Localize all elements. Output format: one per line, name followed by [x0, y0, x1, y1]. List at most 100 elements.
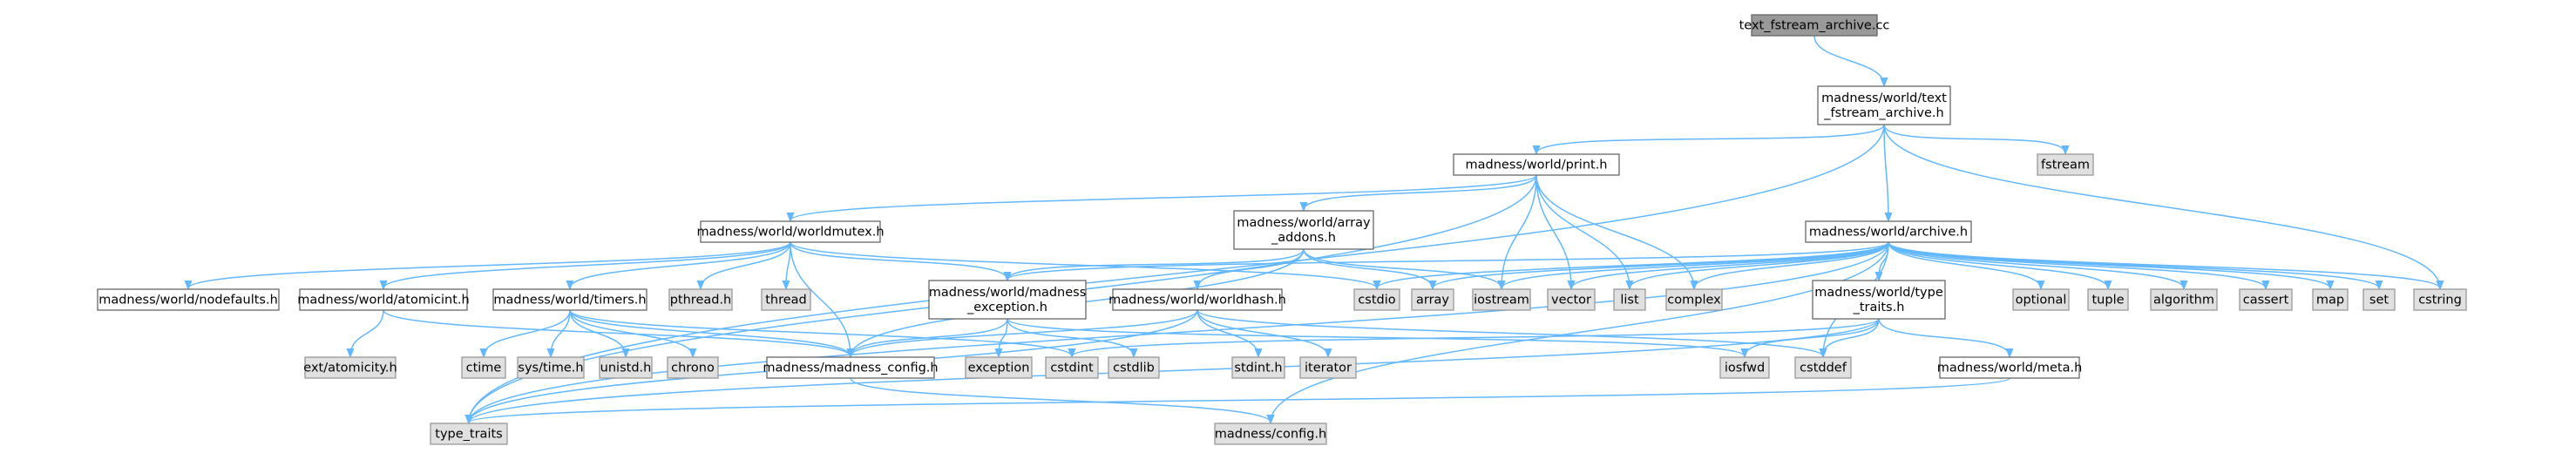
- edge-worldmutex-to-cstdio: [790, 241, 1377, 288]
- node-box: [1214, 423, 1327, 445]
- edge-tfa-to-print: [1536, 124, 1885, 153]
- node-madness-world-atomicint-h[interactable]: madness/world/atomicint.h: [297, 288, 470, 311]
- node-madness-world-meta-h[interactable]: madness/world/meta.h: [1937, 356, 2083, 379]
- node-madness-world-archive-h[interactable]: madness/world/archive.h: [1805, 220, 1972, 243]
- node-label: list: [1620, 294, 1639, 308]
- node-label: cassert: [2243, 294, 2289, 308]
- node-box: [1472, 288, 1531, 311]
- edge-madness_exception-to-cstdlib: [1007, 318, 1134, 356]
- node-label: sys/time.h: [518, 362, 583, 375]
- node-madness-world-timers-h[interactable]: madness/world/timers.h: [492, 288, 647, 311]
- edge-archive-to-cstring: [1888, 241, 2440, 288]
- node-box: [97, 288, 280, 311]
- edge-archive-to-array: [1433, 241, 1889, 288]
- node-label: madness/world/type: [1814, 286, 1943, 300]
- edge-archive-to-list: [1630, 241, 1889, 288]
- node-label: _addons.h: [1271, 231, 1336, 245]
- node-box: [1805, 220, 1972, 243]
- node-box: [517, 356, 585, 379]
- node-type-traits: type_traits: [430, 423, 508, 445]
- node-ext-atomicity-h: ext/atomicity.h: [303, 356, 397, 379]
- node-box: [2150, 288, 2218, 311]
- node-label: iosfwd: [1725, 362, 1765, 375]
- edge-worldhash-to-iterator: [1196, 309, 1328, 356]
- node-label: _traits.h: [1853, 301, 1905, 314]
- node-box: [2239, 288, 2293, 311]
- node-madness-world-worldhash-h[interactable]: madness/world/worldhash.h: [1108, 288, 1286, 311]
- node-label: _fstream_archive.h: [1823, 106, 1943, 120]
- edge-array_addons-to-iostream: [1303, 248, 1502, 288]
- node-label: cstdint: [1050, 362, 1094, 375]
- node-madness-world-text-fstream-archive-h[interactable]: madness/world/text_fstream_archive.h: [1817, 85, 1951, 125]
- node-box: [1719, 356, 1770, 379]
- edge-tfa-to-fstream: [1883, 124, 2065, 153]
- node-label: madness/world/worldmutex.h: [696, 226, 884, 240]
- node-box: [1231, 356, 1285, 379]
- node-label: thread: [765, 294, 807, 308]
- node-label: type_traits: [435, 428, 502, 442]
- node-madness-world-print-h[interactable]: madness/world/print.h: [1453, 153, 1620, 176]
- edge-meta-to-type_traits: [469, 377, 2010, 423]
- node-label: unistd.h: [600, 362, 652, 375]
- node-box: [304, 356, 397, 379]
- node-array: array: [1411, 288, 1454, 311]
- node-optional: optional: [2012, 288, 2070, 311]
- node-label: ctime: [466, 362, 502, 375]
- node-complex: complex: [1665, 288, 1723, 311]
- edge-timers-to-cstdint: [569, 309, 1072, 356]
- node-label: madness/world/nodefaults.h: [98, 294, 278, 308]
- edge-atomicint-to-madness_config: [383, 309, 851, 356]
- node-box: [667, 356, 719, 379]
- node-box: [928, 280, 1087, 320]
- node-box: [2012, 288, 2070, 311]
- edge-timers-to-chrono: [569, 309, 693, 356]
- node-thread: thread: [761, 288, 811, 311]
- edge-type_traits_h-to-cstddef: [1823, 318, 1880, 356]
- node-label: chrono: [671, 362, 715, 375]
- node-madness-world-nodefaults-h[interactable]: madness/world/nodefaults.h: [97, 288, 280, 311]
- node-unistd-h: unistd.h: [599, 356, 653, 379]
- node-madness-world-type-traits-h[interactable]: madness/world/type_traits.h: [1812, 280, 1946, 320]
- node-box: [766, 356, 935, 379]
- edge-root-to-tfa: [1813, 35, 1884, 85]
- edge-archive-to-type_traits: [469, 241, 1889, 423]
- node-label: cstdlib: [1113, 362, 1155, 375]
- edge-archive-to-vector: [1571, 241, 1889, 288]
- edge-print-to-worldmutex: [790, 174, 1537, 220]
- node-madness-world-worldmutex-h[interactable]: madness/world/worldmutex.h: [696, 220, 885, 243]
- edge-archive-to-cstdio: [1377, 241, 1889, 288]
- node-madness-config-h: madness/config.h: [1214, 423, 1327, 445]
- edge-timers-to-unistd: [569, 309, 626, 356]
- node-box: [1411, 288, 1454, 311]
- edge-archive-to-optional: [1888, 241, 2041, 288]
- node-box: [1299, 356, 1357, 379]
- edge-madness_config-to-config: [850, 377, 1271, 423]
- node-stdint-h: stdint.h: [1231, 356, 1285, 379]
- node-label: vector: [1551, 294, 1591, 308]
- node-label: cstring: [2418, 294, 2462, 308]
- edge-timers-to-ctime: [484, 309, 571, 356]
- node-list: list: [1613, 288, 1646, 311]
- edge-madness_exception-to-exception: [999, 318, 1008, 356]
- edge-archive-to-complex: [1694, 241, 1889, 288]
- node-cstddef: cstddef: [1794, 356, 1852, 379]
- node-label: cstddef: [1800, 362, 1847, 375]
- node-map: map: [2312, 288, 2349, 311]
- node-box: [1353, 288, 1400, 311]
- node-label: iterator: [1305, 362, 1352, 375]
- edge-print-to-vector: [1535, 174, 1571, 288]
- node-box: [1794, 356, 1852, 379]
- edge-archive-to-cassert: [1888, 241, 2266, 288]
- node-box: [1112, 288, 1283, 311]
- node-label: iostream: [1474, 294, 1529, 308]
- node-label: madness/madness_config.h: [763, 362, 938, 375]
- edge-archive-to-config: [1271, 241, 1889, 423]
- node-label: exception: [968, 362, 1030, 375]
- node-label: array: [1416, 294, 1449, 308]
- node-sys-time-h: sys/time.h: [517, 356, 585, 379]
- node-madness-madness-config-h[interactable]: madness/madness_config.h: [763, 356, 939, 379]
- node-madness-world-array-addons-h[interactable]: madness/world/array_addons.h: [1233, 210, 1374, 250]
- node-label: tuple: [2091, 294, 2124, 308]
- node-algorithm: algorithm: [2150, 288, 2218, 311]
- node-madness-world-madness-exception-h[interactable]: madness/world/madness_exception.h: [928, 280, 1087, 320]
